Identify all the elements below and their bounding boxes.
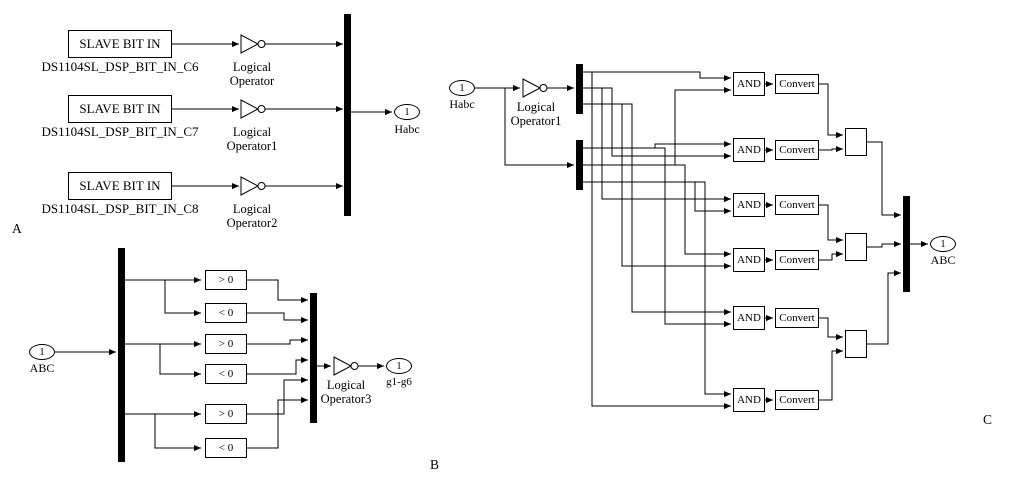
wire [583,164,731,258]
demux-bar[interactable] [576,140,583,190]
not-gate-icon[interactable] [240,176,266,196]
wire [159,344,201,378]
section-label-b: B [430,457,440,472]
wire [819,347,843,401]
wire [654,140,731,148]
wire [591,72,731,410]
not-gate-icon[interactable] [240,34,266,54]
demux-bar[interactable] [576,64,583,114]
slave-bit-in-block[interactable]: SLAVE BIT IN [68,95,172,123]
block-caption: DS1104SL_DSP_BIT_IN_C6 [41,59,199,74]
and-block[interactable]: AND [733,72,765,96]
section-label-c: C [983,412,993,427]
gate-caption: Logical Operator2 [226,202,278,230]
and-block[interactable]: AND [733,306,765,330]
compare-block[interactable]: > 0 [205,270,247,290]
not-gate-icon[interactable] [240,99,266,119]
demux-bar[interactable] [118,248,125,462]
wire [583,181,731,398]
wire [819,250,843,261]
block-caption: DS1104SL_DSP_BIT_IN_C7 [41,124,199,139]
outport-block[interactable]: 1 [394,104,420,120]
gate-caption: Logical Operator1 [510,100,562,128]
inport-block[interactable]: 1 [449,80,475,96]
wire [583,147,731,328]
wire [164,280,201,317]
wire [583,71,731,82]
port-name-label: Habc [449,97,475,111]
and-block[interactable]: AND [733,193,765,217]
wire [621,104,731,270]
not-gate-icon[interactable] [333,356,359,376]
gate-caption: Logical Operator1 [226,125,278,153]
slave-bit-in-block[interactable]: SLAVE BIT IN [68,172,172,200]
port-name-label: ABC [930,253,956,267]
wire [867,269,901,345]
convert-block[interactable]: Convert [775,390,819,410]
wire [247,356,308,375]
wire [867,141,901,219]
wire [694,182,731,215]
combiner-block[interactable] [845,128,867,156]
convert-block[interactable]: Convert [775,195,819,215]
and-block[interactable]: AND [733,138,765,162]
mux-bar[interactable] [903,196,910,292]
wire [247,396,308,449]
convert-block[interactable]: Convert [775,140,819,160]
compare-block[interactable]: < 0 [205,438,247,458]
wire [819,145,843,153]
outport-block[interactable]: 1 [930,236,956,252]
convert-block[interactable]: Convert [775,74,819,94]
mux-bar[interactable] [344,14,351,216]
compare-block[interactable]: < 0 [205,303,247,323]
wire [247,279,308,304]
compare-block[interactable]: < 0 [205,364,247,384]
outport-block[interactable]: 1 [386,358,412,374]
gate-caption: Logical Operator [229,60,275,88]
not-gate-icon[interactable] [522,78,548,98]
gate-caption: Logical Operator3 [320,378,372,406]
wire [601,88,731,203]
combiner-block[interactable] [845,233,867,261]
wire [247,376,308,415]
mux-bar[interactable] [310,293,317,423]
convert-block[interactable]: Convert [775,250,819,270]
convert-block[interactable]: Convert [775,308,819,328]
port-name-label: g1-g6 [386,376,412,388]
wire [819,83,843,139]
wire [247,336,308,345]
inport-block[interactable]: 1 [29,344,55,360]
compare-block[interactable]: > 0 [205,334,247,354]
and-block[interactable]: AND [733,388,765,412]
wire [674,86,731,165]
port-name-label: Habc [394,122,420,136]
wire [247,312,308,324]
port-name-label: ABC [29,361,55,375]
compare-block[interactable]: > 0 [205,404,247,424]
wire [504,88,574,169]
wire [154,414,201,452]
slave-bit-in-block[interactable]: SLAVE BIT IN [68,30,172,58]
wire [819,204,843,244]
wire [819,317,843,341]
wire [583,87,731,160]
block-caption: DS1104SL_DSP_BIT_IN_C8 [41,201,199,216]
wire [867,240,901,248]
and-block[interactable]: AND [733,248,765,272]
wire [583,103,731,316]
section-label-a: A [12,221,22,236]
combiner-block[interactable] [845,330,867,358]
